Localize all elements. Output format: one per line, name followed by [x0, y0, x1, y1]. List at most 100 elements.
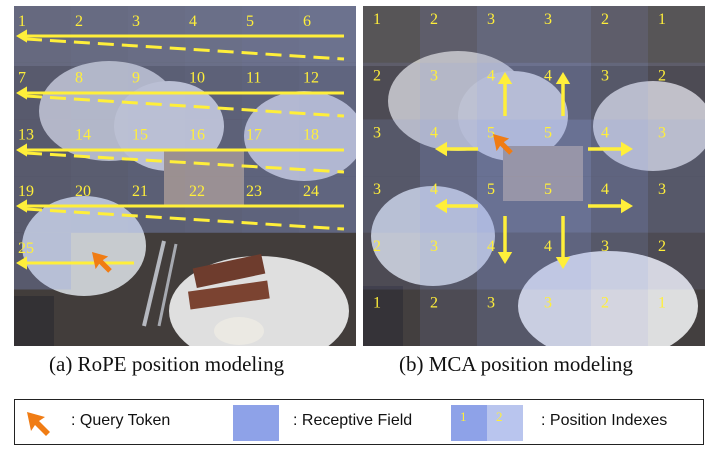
- position-index-label: 24: [303, 183, 319, 200]
- position-index-label: 4: [487, 68, 495, 85]
- legend-query-label: : Query Token: [71, 412, 171, 429]
- arrow-head: [555, 257, 571, 269]
- position-index-label: 2: [373, 68, 381, 85]
- position-index-swatch-2: 2: [487, 405, 523, 441]
- receptive-field-cell: [591, 62, 648, 120]
- receptive-field-cell: [299, 232, 356, 290]
- legend-receptive-label: : Receptive Field: [293, 412, 413, 429]
- arrow-head: [621, 141, 633, 157]
- receptive-field-cell: [299, 289, 356, 346]
- receptive-field-cell: [299, 62, 356, 120]
- position-index-label: 25: [18, 240, 34, 257]
- receptive-field-cell: [363, 176, 420, 233]
- position-index-label: 10: [189, 70, 205, 87]
- receptive-field-cell: [242, 289, 299, 346]
- position-index-label: 2: [430, 295, 438, 312]
- caption-rope: (a) RoPE position modeling: [49, 352, 285, 376]
- receptive-field-cell: [363, 6, 420, 63]
- receptive-field-cell: [420, 6, 477, 63]
- receptive-field-cell: [363, 232, 420, 290]
- position-index-sample: 1: [460, 409, 467, 424]
- query-token-arrow-icon: [92, 252, 112, 273]
- receptive-field-cell: [128, 119, 185, 177]
- position-index-label: 4: [430, 181, 438, 198]
- position-index-label: 8: [75, 70, 83, 87]
- scan-return-dashed: [25, 37, 345, 61]
- position-index-label: 11: [246, 70, 261, 87]
- position-index-label: 3: [132, 13, 140, 30]
- position-index-label: 3: [430, 68, 438, 85]
- receptive-field-cell: [591, 6, 648, 63]
- position-index-label: 4: [544, 68, 552, 85]
- receptive-field-cell: [591, 289, 648, 346]
- receptive-field-cell: [534, 6, 591, 63]
- scan-return-dashed: [25, 151, 345, 174]
- receptive-field-cell: [14, 289, 71, 346]
- arrow-head: [435, 198, 447, 214]
- position-index-label: 2: [601, 295, 609, 312]
- arrow-head: [435, 141, 447, 157]
- position-index-label: 5: [487, 181, 495, 198]
- receptive-field-cell: [71, 119, 128, 177]
- arrow-head: [497, 252, 513, 264]
- position-index-label: 3: [658, 124, 666, 141]
- position-index-label: 1: [373, 11, 381, 28]
- position-index-label: 13: [18, 126, 34, 143]
- receptive-field-cell: [185, 232, 242, 290]
- receptive-field-cell: [185, 289, 242, 346]
- receptive-field-cell: [71, 62, 128, 120]
- query-token-arrow-icon: [493, 134, 513, 155]
- receptive-field-cell: [534, 289, 591, 346]
- position-index-label: 4: [544, 238, 552, 255]
- receptive-field-cell: [648, 6, 705, 63]
- position-index-label: 3: [544, 295, 552, 312]
- position-index-label: 16: [189, 126, 205, 143]
- scan-return-dashed: [25, 207, 345, 231]
- receptive-field-cell: [648, 176, 705, 233]
- position-index-label: 22: [189, 183, 205, 200]
- position-index-label: 3: [601, 238, 609, 255]
- arrow-head: [621, 198, 633, 214]
- position-index-label: 3: [430, 238, 438, 255]
- position-index-swatch-1: 1: [451, 405, 487, 441]
- position-index-label: 18: [303, 126, 319, 143]
- receptive-field-cell: [128, 62, 185, 120]
- position-index-label: 9: [132, 70, 140, 87]
- receptive-field-cell: [477, 6, 534, 63]
- receptive-field-cell: [128, 232, 185, 290]
- position-index-label: 6: [303, 13, 311, 30]
- legend: : Query Token : Receptive Field 1 2 : Po…: [14, 399, 704, 445]
- receptive-field-cell: [420, 62, 477, 120]
- arrow-head: [16, 143, 27, 157]
- position-index-label: 1: [18, 13, 26, 30]
- position-index-label: 19: [18, 183, 34, 200]
- position-index-label: 3: [487, 295, 495, 312]
- position-index-label: 3: [601, 68, 609, 85]
- receptive-field-cell: [299, 176, 356, 233]
- position-index-label: 23: [246, 183, 262, 200]
- position-index-label: 5: [544, 181, 552, 198]
- receptive-field-cell: [299, 119, 356, 177]
- receptive-field-cell: [242, 232, 299, 290]
- receptive-field-cell: [534, 119, 591, 177]
- position-index-label: 3: [487, 11, 495, 28]
- position-index-label: 15: [132, 126, 148, 143]
- arrow-head: [16, 199, 27, 213]
- receptive-field-cell: [648, 119, 705, 177]
- receptive-field-cell: [477, 289, 534, 346]
- position-index-label: 3: [373, 124, 381, 141]
- receptive-field-cell: [128, 289, 185, 346]
- receptive-field-cell: [648, 232, 705, 290]
- arrow-head: [16, 256, 27, 270]
- scan-return-dashed: [25, 94, 345, 118]
- position-index-label: 12: [303, 70, 319, 87]
- query-token-arrow-icon: [27, 412, 50, 436]
- position-index-label: 7: [18, 70, 26, 87]
- position-index-label: 4: [601, 181, 609, 198]
- receptive-field-cell: [299, 6, 356, 63]
- position-index-label: 5: [487, 124, 495, 141]
